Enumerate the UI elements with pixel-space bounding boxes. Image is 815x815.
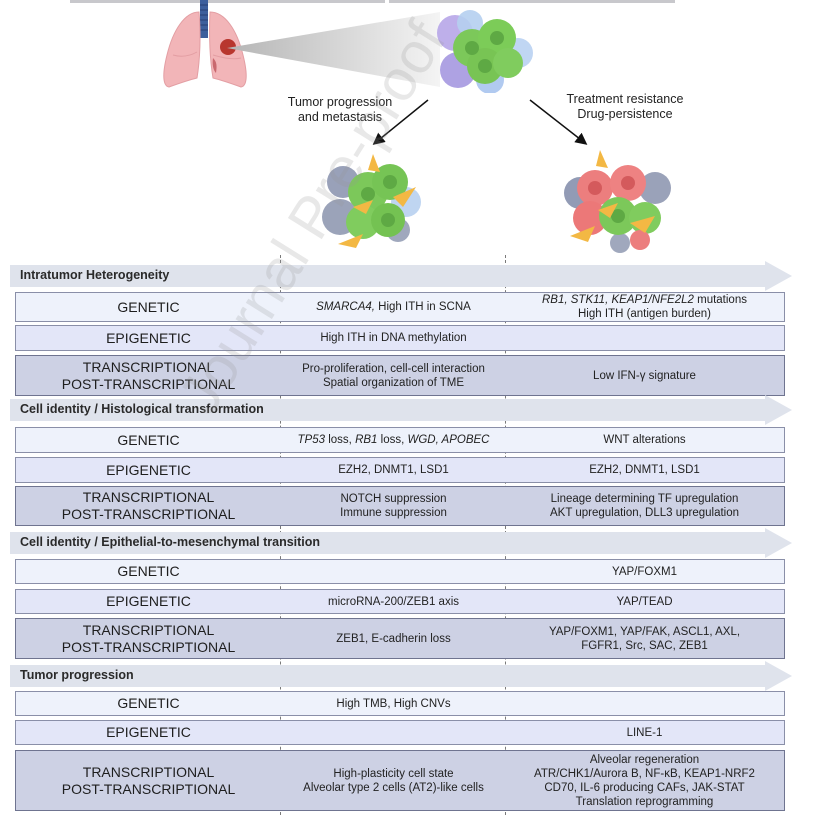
- row-epigenetic: EPIGENETIC LINE-1: [15, 720, 785, 745]
- resistance-cell: YAP/TEAD: [616, 595, 673, 608]
- section-title: Tumor progression: [20, 668, 134, 682]
- row-label: EPIGENETIC: [106, 593, 191, 609]
- section-title: Intratumor Heterogeneity: [20, 268, 170, 282]
- row-label: GENETIC: [117, 431, 180, 448]
- resistance-cell: LINE-1: [626, 726, 663, 739]
- resistance-cell: [506, 692, 783, 715]
- row-label: TRANSCRIPTIONAL POST-TRANSCRIPTIONAL: [61, 763, 236, 797]
- progression-cell: Pro-proliferation, cell-cell interaction…: [302, 362, 485, 389]
- section-band-histological-transformation: Cell identity / Histological transformat…: [10, 395, 792, 425]
- progression-text: TP53 loss, RB1 loss, WGD, APOBEC: [297, 434, 490, 446]
- resistance-cell: EZH2, DNMT1, LSD1: [589, 464, 700, 476]
- resistance-cell: Alveolar regeneration ATR/CHK1/Aurora B,…: [534, 753, 755, 808]
- section-title: Cell identity / Epithelial-to-mesenchyma…: [20, 535, 321, 549]
- resistance-cell: Low IFN-γ signature: [593, 369, 696, 382]
- section-band-tumor-progression: Tumor progression: [10, 661, 792, 691]
- resistant-tumor-cluster-icon: [564, 150, 671, 253]
- section-band-emt: Cell identity / Epithelial-to-mesenchyma…: [10, 528, 792, 558]
- row-label: TRANSCRIPTIONAL POST-TRANSCRIPTIONAL: [61, 621, 236, 655]
- resistance-cell: Lineage determining TF upregulation AKT …: [549, 493, 740, 519]
- resistance-cell: YAP/FOXM1, YAP/FAK, ASCL1, AXL, FGFR1, S…: [548, 625, 741, 652]
- progression-cell: ZEB1, E-cadherin loss: [336, 632, 451, 645]
- section-title: Cell identity / Histological transformat…: [20, 402, 264, 416]
- progression-cell: High ITH in DNA methylation: [320, 332, 467, 344]
- row-genetic: GENETIC YAP/FOXM1: [15, 559, 785, 584]
- progression-cell: High TMB, High CNVs: [336, 697, 451, 710]
- row-label: GENETIC: [117, 695, 180, 711]
- magnification-cone: [227, 12, 440, 87]
- progression-cell: [281, 560, 506, 583]
- row-genetic: GENETIC SMARCA4, High ITH in SCNA RB1, S…: [15, 292, 785, 322]
- caption-progression: Tumor progression and metastasis: [270, 95, 410, 125]
- row-label: EPIGENETIC: [106, 329, 191, 346]
- top-divider-left: [70, 0, 385, 3]
- band-arrow-shape: [10, 661, 792, 691]
- progression-text: SMARCA4, High ITH in SCNA: [316, 301, 471, 313]
- row-epigenetic: EPIGENETIC EZH2, DNMT1, LSD1 EZH2, DNMT1…: [15, 457, 785, 483]
- caption-progression-line1: Tumor progression: [287, 95, 393, 109]
- lung-icon: [163, 0, 247, 88]
- arrow-progression: [372, 99, 429, 145]
- row-transcriptional: TRANSCRIPTIONAL POST-TRANSCRIPTIONAL Hig…: [15, 750, 785, 811]
- caption-resistance-line1: Treatment resistance: [566, 92, 684, 106]
- row-epigenetic: EPIGENETIC microRNA-200/ZEB1 axis YAP/TE…: [15, 589, 785, 614]
- band-arrow-shape: [10, 395, 792, 425]
- progression-cell: TP53 loss, RB1 loss, WGD, APOBEC: [281, 428, 506, 452]
- caption-progression-line2: and metastasis: [297, 110, 383, 124]
- progression-cell: NOTCH suppression Immune suppression: [340, 493, 447, 519]
- caption-resistance: Treatment resistance Drug-persistence: [545, 92, 705, 122]
- row-transcriptional: TRANSCRIPTIONAL POST-TRANSCRIPTIONAL Pro…: [15, 355, 785, 396]
- resistance-cell: YAP/FOXM1: [612, 565, 677, 578]
- top-divider-right: [389, 0, 675, 3]
- row-label: GENETIC: [117, 563, 180, 579]
- row-label: EPIGENETIC: [106, 724, 191, 740]
- arrow-resistance: [529, 99, 588, 145]
- row-transcriptional: TRANSCRIPTIONAL POST-TRANSCRIPTIONAL ZEB…: [15, 618, 785, 659]
- progression-cell: High-plasticity cell state Alveolar type…: [303, 767, 484, 794]
- row-label: EPIGENETIC: [106, 461, 191, 478]
- row-label: TRANSCRIPTIONAL POST-TRANSCRIPTIONAL: [61, 358, 236, 392]
- progression-cell: microRNA-200/ZEB1 axis: [327, 595, 459, 608]
- row-label: TRANSCRIPTIONAL POST-TRANSCRIPTIONAL: [61, 489, 236, 522]
- caption-resistance-line2: Drug-persistence: [577, 107, 673, 121]
- row-label: GENETIC: [117, 298, 180, 315]
- progression-tumor-cluster-icon: [322, 154, 421, 248]
- row-epigenetic: EPIGENETIC High ITH in DNA methylation: [15, 325, 785, 351]
- progression-cell: EZH2, DNMT1, LSD1: [338, 464, 449, 476]
- branch-arrows: [372, 99, 588, 145]
- row-transcriptional: TRANSCRIPTIONAL POST-TRANSCRIPTIONAL NOT…: [15, 486, 785, 526]
- primary-tumor-cluster-icon: [437, 10, 533, 93]
- row-genetic: GENETIC TP53 loss, RB1 loss, WGD, APOBEC…: [15, 427, 785, 453]
- band-arrow-shape: [10, 261, 792, 291]
- section-band-intratumor-heterogeneity: Intratumor Heterogeneity: [10, 261, 792, 291]
- row-genetic: GENETIC High TMB, High CNVs: [15, 691, 785, 716]
- progression-cell: [281, 721, 506, 744]
- band-arrow-shape: [10, 528, 792, 558]
- progression-cell: SMARCA4, High ITH in SCNA: [281, 293, 506, 321]
- resistance-cell: WNT alterations: [603, 434, 686, 446]
- resistance-cell: [506, 326, 783, 350]
